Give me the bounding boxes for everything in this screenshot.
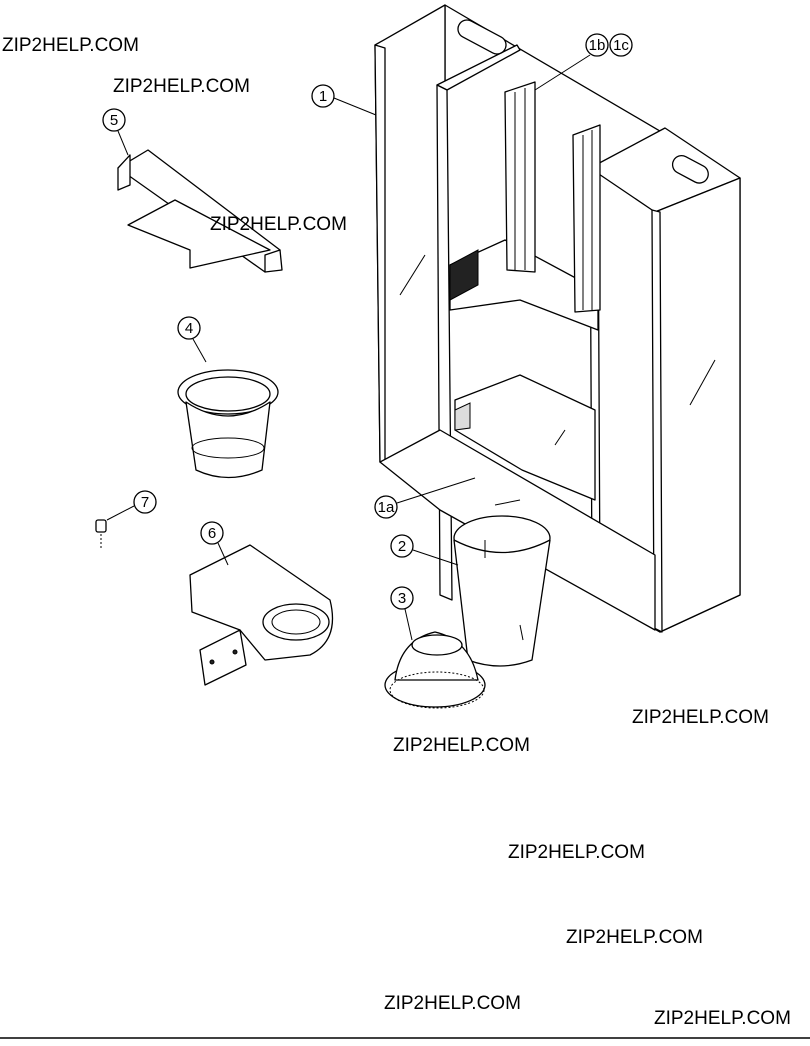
watermark-text: ZIP2HELP.COM <box>210 214 347 235</box>
callout-1: 1 <box>311 84 377 116</box>
callout-1a: 1a <box>374 477 476 519</box>
watermark-text: ZIP2HELP.COM <box>393 735 530 756</box>
callout-1b: 1b <box>534 33 609 91</box>
callout-7: 7 <box>106 490 157 521</box>
callout-4: 4 <box>177 316 207 363</box>
callouts: 1 1b 1c 1a 2 <box>102 33 633 641</box>
cup-holder-part-4 <box>177 369 279 479</box>
watermark-text: ZIP2HELP.COM <box>654 1008 791 1029</box>
callout-3: 3 <box>390 586 414 641</box>
svg-text:3: 3 <box>398 590 406 607</box>
watermark-text: ZIP2HELP.COM <box>384 993 521 1014</box>
screw-part-7 <box>95 519 107 550</box>
svg-text:7: 7 <box>141 494 149 511</box>
watermark-text: ZIP2HELP.COM <box>508 842 645 863</box>
watermark-text: ZIP2HELP.COM <box>632 707 769 728</box>
svg-text:4: 4 <box>185 320 193 337</box>
callout-2: 2 <box>390 534 459 566</box>
cup-part-2 <box>453 515 551 667</box>
lid-part-3 <box>384 631 486 709</box>
svg-text:5: 5 <box>110 112 118 129</box>
watermark-text: ZIP2HELP.COM <box>113 76 250 97</box>
svg-text:6: 6 <box>208 525 216 542</box>
svg-text:1: 1 <box>319 88 327 105</box>
svg-text:1a: 1a <box>378 499 395 516</box>
drip-tray-part-6 <box>189 544 334 686</box>
watermark-text: ZIP2HELP.COM <box>566 927 703 948</box>
svg-text:2: 2 <box>398 538 406 555</box>
watermark-text: ZIP2HELP.COM <box>2 35 139 56</box>
callout-6: 6 <box>200 521 229 566</box>
svg-text:1b: 1b <box>589 37 606 54</box>
svg-text:1c: 1c <box>613 37 629 54</box>
cabinet-part-1 <box>374 4 741 633</box>
callout-1c: 1c <box>609 33 633 57</box>
bracket-part-5 <box>117 149 283 273</box>
callout-5: 5 <box>102 108 129 156</box>
